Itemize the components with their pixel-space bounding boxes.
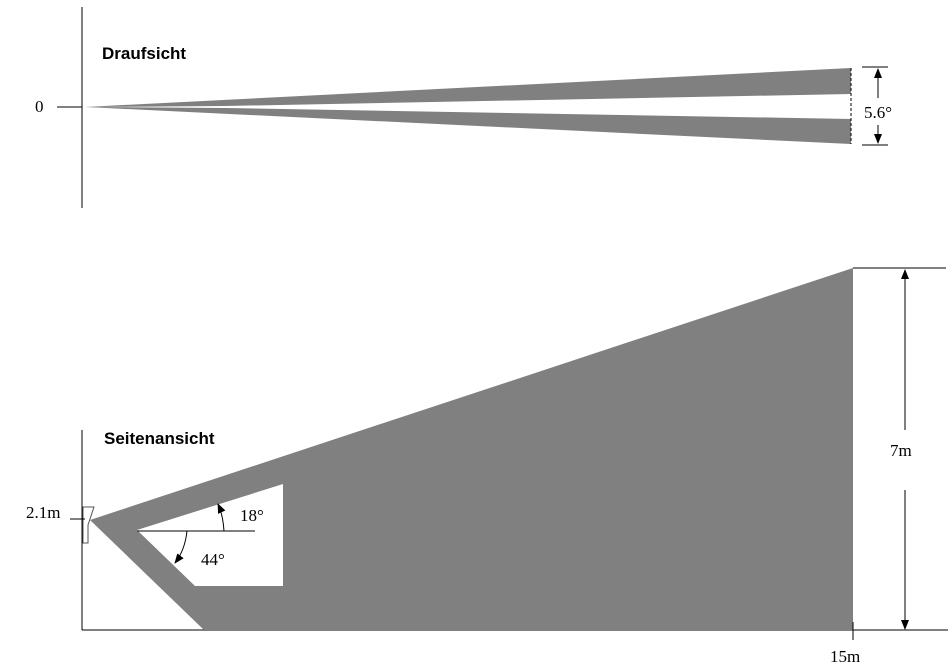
top-view: Draufsicht 0 5.6° [35,7,892,208]
lower-angle-arc [174,530,188,564]
lower-angle-label: 44° [201,550,225,569]
upper-beam [85,68,851,107]
angle-label: 5.6° [864,103,892,122]
side-view-title: Seitenansicht [104,429,215,448]
sensor-icon [82,506,95,544]
height-label: 2.1m [26,503,60,522]
upper-angle-label: 18° [240,506,264,525]
top-view-title: Draufsicht [102,44,186,63]
side-view: Seitenansicht 2.1m 18° 44° 7m 15m [26,267,948,666]
range-label: 15m [830,647,860,666]
origin-label: 0 [35,97,44,116]
upper-angle-arc [217,503,226,532]
lower-beam [85,107,851,144]
detection-zone [90,268,853,630]
max-height-label: 7m [890,441,912,460]
